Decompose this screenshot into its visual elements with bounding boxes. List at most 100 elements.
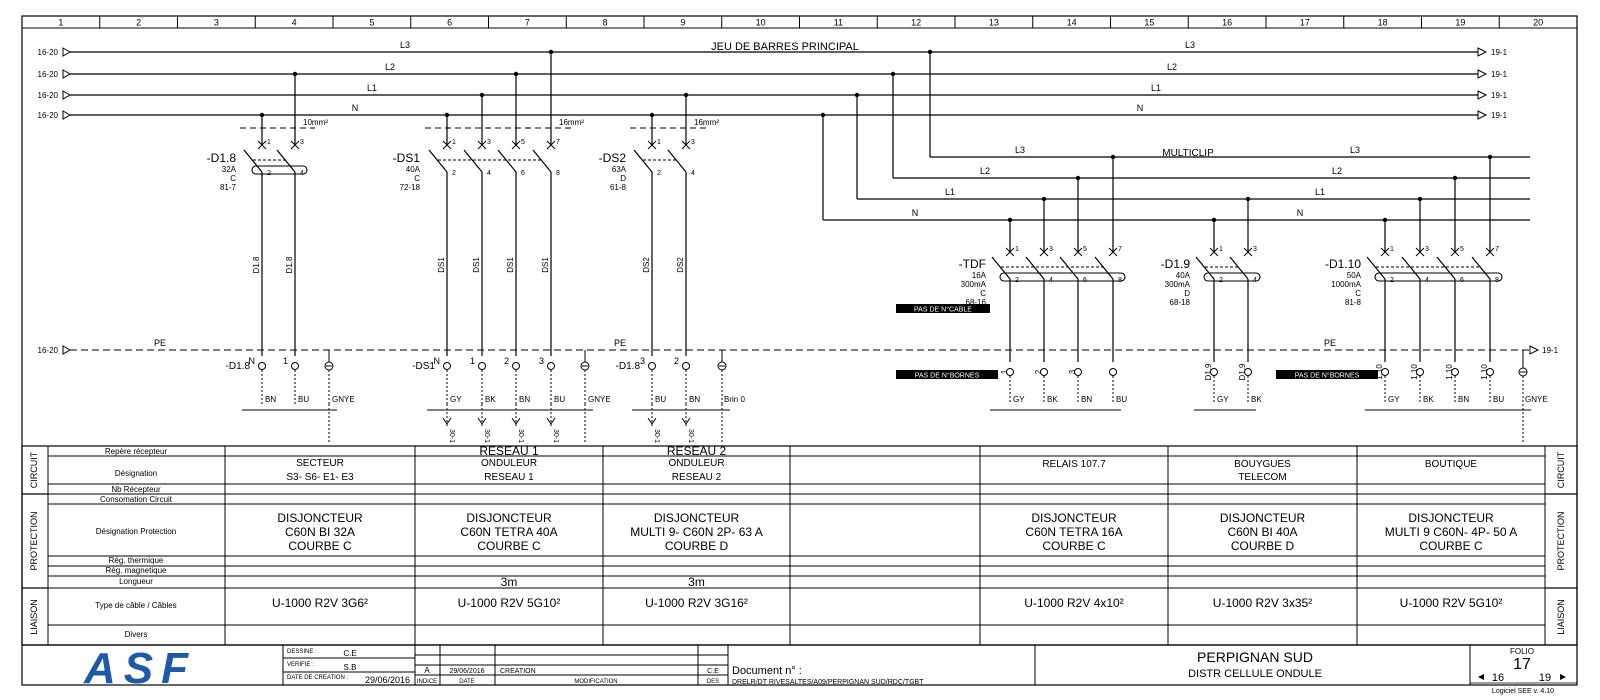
terminal-ring [1244, 368, 1252, 376]
wire-color-code: BK [1047, 395, 1058, 404]
column-number: 15 [1144, 18, 1154, 28]
breaker-sensitivity: 300mA [1165, 280, 1191, 289]
drawn-by-label: DESSINE : [287, 649, 317, 655]
wire-color-code: BK [1251, 395, 1262, 404]
column-number: 2 [136, 18, 141, 28]
rev-header-index: INDICE [417, 679, 437, 685]
column-number: 3 [214, 18, 219, 28]
contact-mark [546, 140, 556, 150]
wire-color-code: GNYE [588, 395, 611, 404]
creation-date: 29/06/2016 [365, 675, 410, 685]
junction-dot [292, 71, 298, 77]
terminal-ring [547, 362, 555, 370]
row-header: Repère récepteur [105, 447, 168, 456]
cell-repere: RESEAU 2 [667, 444, 727, 458]
cell-protection: COURBE C [288, 539, 352, 553]
junction-dot [854, 92, 860, 98]
breaker-ref: 81-8 [1345, 298, 1362, 307]
cell-designation: RELAIS 107.7 [1042, 459, 1106, 470]
document-label: Document n° : [732, 665, 802, 677]
wire-color-code: BN [265, 395, 276, 404]
junction-dot [1487, 154, 1493, 160]
wire-marker: D1.9 [1204, 363, 1213, 380]
differential-toroid [999, 272, 1126, 282]
wire-marker: DS2 [676, 257, 685, 273]
pole-number: 3 [1253, 246, 1257, 253]
pole-number: 1 [1390, 246, 1394, 253]
arrow-down [442, 417, 452, 425]
terminal-ring [1381, 368, 1389, 376]
terminal-number: 6 [521, 170, 525, 177]
contact-mark [1380, 247, 1390, 257]
cell-length: 3m [688, 575, 705, 589]
column-number: 1 [58, 18, 63, 28]
note-box [1276, 370, 1378, 379]
breaker-ds2: 16mm²12DS23BU30-134DS22BN30-1-DS263AD61-… [599, 92, 745, 444]
multiclip-phase-label: L3 [1015, 145, 1025, 155]
group-label-right: PROTECTION [1556, 511, 1566, 570]
pe-label: PE [154, 338, 166, 348]
cell-protection: COURBE C [477, 539, 541, 553]
cell-designation: ONDULEUR [481, 458, 537, 469]
terminal-ring [1210, 368, 1218, 376]
bus-arrow-in [62, 90, 72, 100]
row-header: Divers [125, 630, 148, 639]
terminal-ring [1040, 368, 1048, 376]
cell-designation: BOUYGUES [1234, 459, 1291, 470]
wire-color-code: GY [1013, 395, 1025, 404]
contact-mark [477, 140, 487, 150]
wire-marker: DS1 [472, 257, 481, 273]
switch-blade [667, 149, 687, 173]
pole-number: 5 [521, 139, 525, 146]
switch-blade [633, 149, 653, 173]
contact-mark [1108, 247, 1118, 257]
terminal-note: PAS DE N°BORNES [1295, 372, 1360, 380]
terminal-block-tag: -DS1 [412, 361, 435, 372]
junction-dot [1452, 175, 1458, 181]
cell-protection: C60N BI 40A [1227, 525, 1297, 539]
switch-blade [428, 149, 448, 173]
cell-protection: DISJONCTEUR [466, 511, 552, 525]
column-number: 12 [911, 18, 921, 28]
breaker-sensitivity: 300mA [961, 280, 987, 289]
terminal-number: 4 [691, 170, 695, 177]
creation-date-label: DATE DE CREATION : [287, 675, 348, 681]
junction-dot [649, 112, 655, 118]
cell-length: 3m [501, 575, 518, 589]
breaker-curve: C [980, 289, 986, 298]
terminal-ring [1416, 368, 1424, 376]
multiclip-phase-label: L1 [945, 187, 955, 197]
cell-cable: U-1000 R2V 3x35² [1213, 596, 1312, 610]
cell-protection: COURBE D [1231, 539, 1295, 553]
wire-color-code: GY [1388, 395, 1400, 404]
junction-dot [479, 92, 485, 98]
cell-designation: SECTEUR [296, 458, 344, 469]
wire-marker: 1.10 [1480, 364, 1489, 380]
terminal-note: PAS DE N°BORNES [915, 372, 980, 380]
pole-number: 1 [452, 139, 456, 146]
breaker-ds1: 16mm²12DS1NGY30-134DS11BK30-156DS12BN30-… [393, 49, 611, 444]
breaker-rating: 40A [1176, 271, 1191, 280]
wire-color-code: BN [519, 395, 530, 404]
column-number: 11 [834, 18, 843, 28]
busbar-title: JEU DE BARRES PRINCIPAL [711, 41, 859, 53]
pe-dest-ref: 19-1 [1542, 346, 1559, 355]
terminal-label: 2 [504, 356, 509, 366]
terminal-label: 2 [674, 356, 679, 366]
junction-dot [1382, 217, 1388, 223]
cell-protection: DISJONCTEUR [1408, 511, 1494, 525]
bus-phase-label: L1 [1151, 83, 1161, 93]
junction-dot [890, 71, 896, 77]
switch-blade [1229, 256, 1249, 280]
pole-number: 3 [691, 139, 695, 146]
cell-protection: COURBE D [665, 539, 729, 553]
bus-arrow-in [62, 47, 72, 57]
column-number: 13 [989, 18, 999, 28]
folio-number: 17 [1513, 656, 1531, 673]
terminal-ring [291, 362, 299, 370]
terminal-number: 4 [487, 170, 491, 177]
contact-mark [1039, 247, 1049, 257]
cell-cable: U-1000 R2V 3G6² [272, 596, 368, 610]
row-header: Désignation Protection [96, 527, 177, 536]
